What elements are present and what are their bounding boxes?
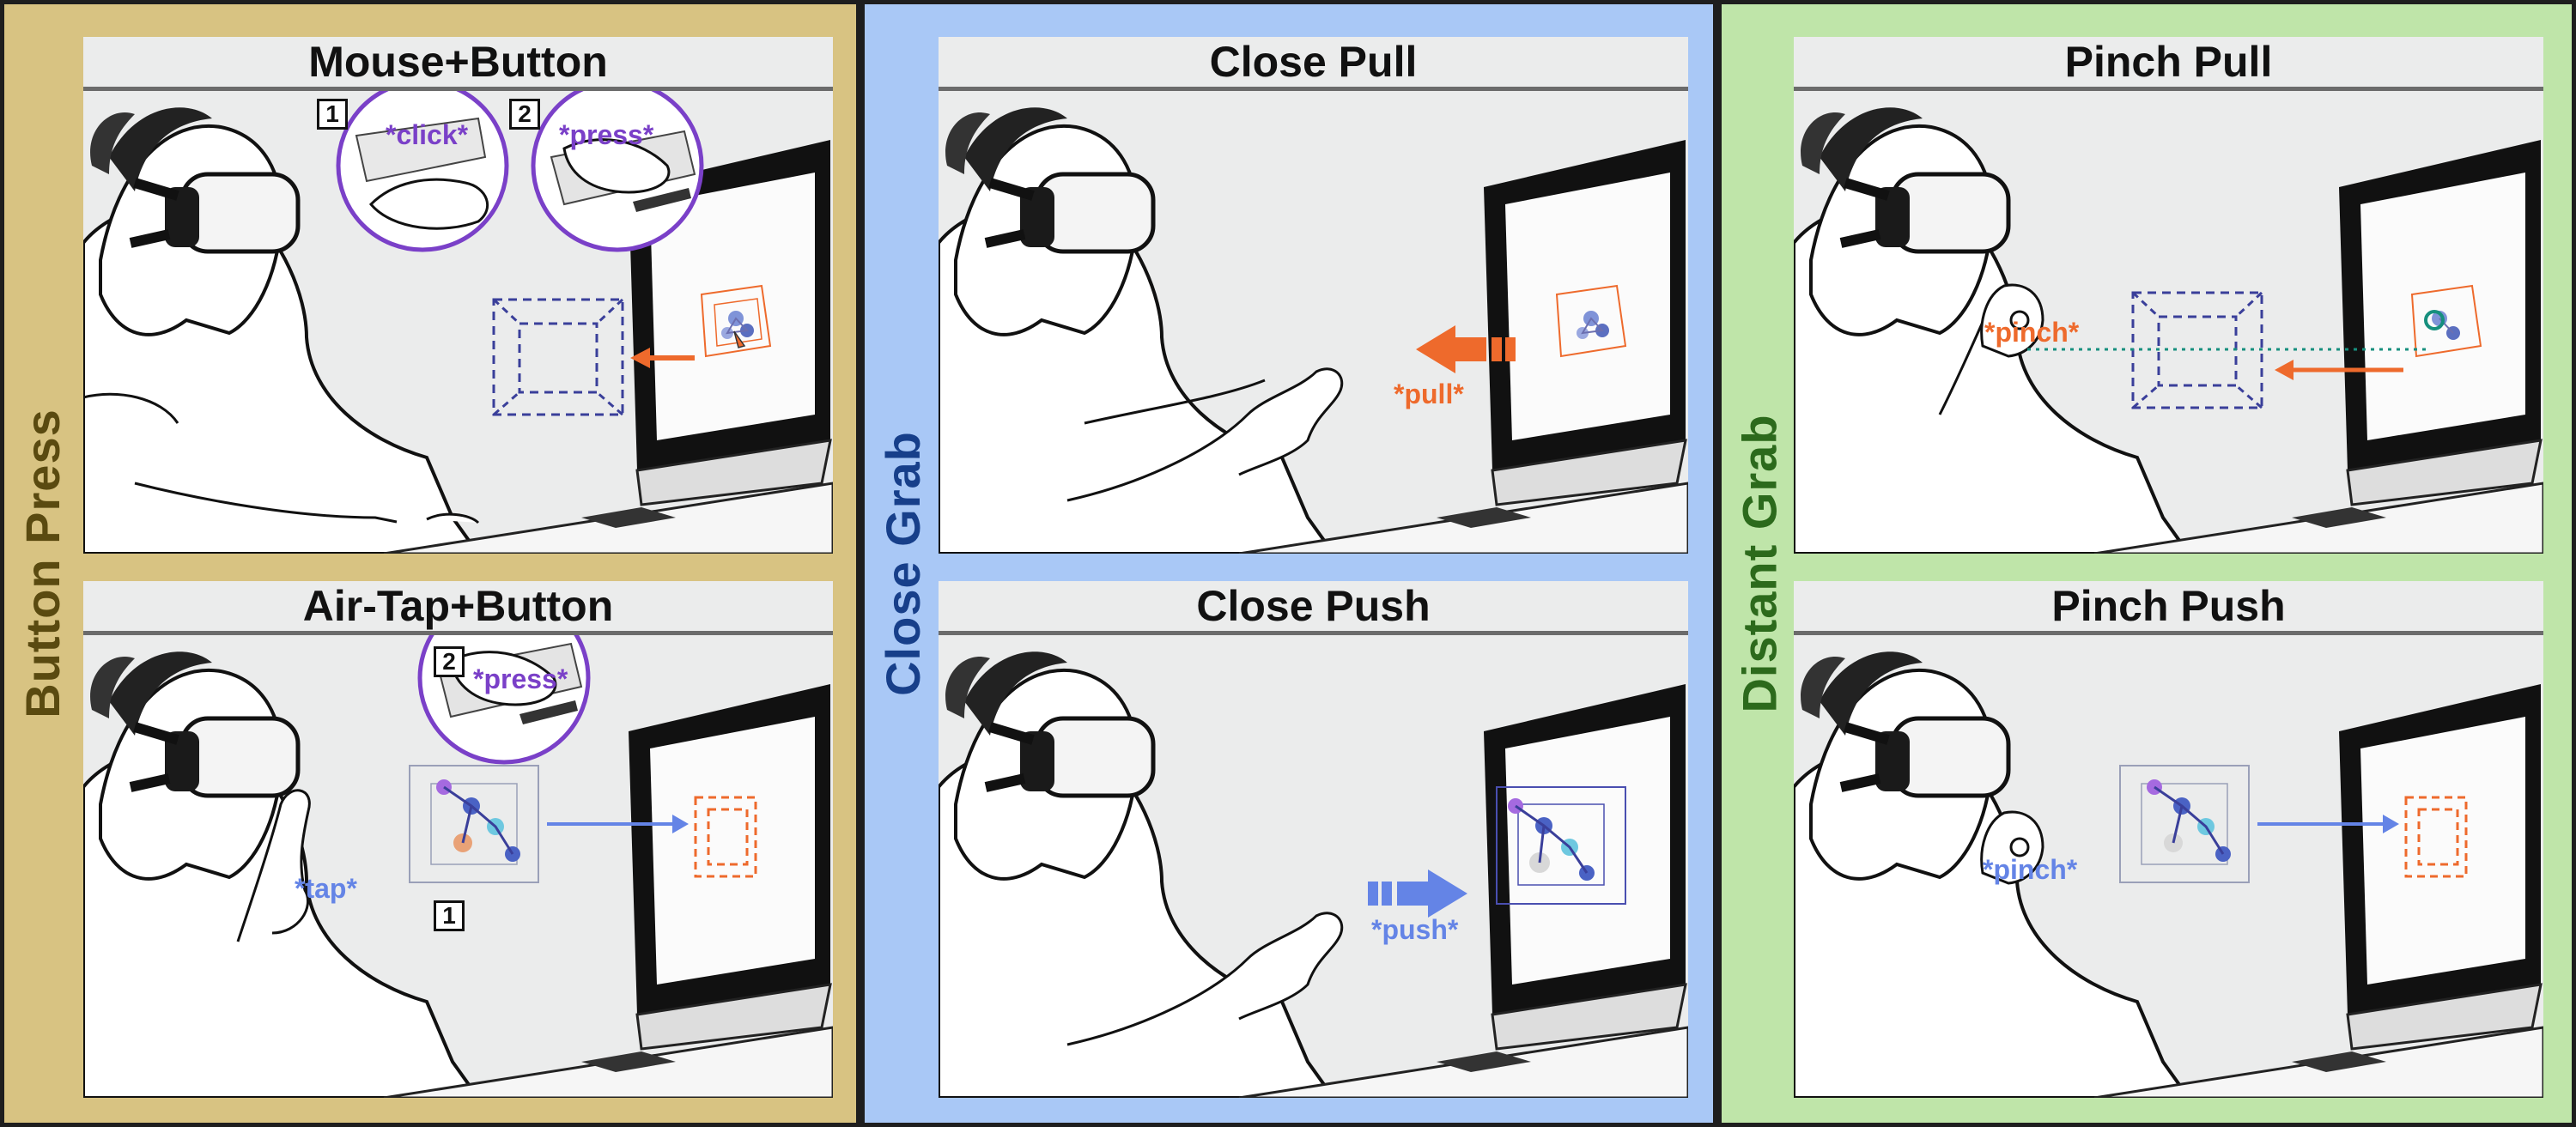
title-underline: [83, 87, 833, 91]
callout-push: *push*: [1371, 914, 1459, 945]
callout-press: *press*: [473, 663, 568, 694]
user-with-headset-illustration: [83, 651, 481, 1098]
reaching-hand-illustration: [1066, 912, 1344, 1046]
panel-title: Close Pull: [939, 37, 1688, 87]
desk-illustration: [2093, 482, 2543, 554]
step-number-badge: 2: [509, 99, 540, 130]
floating-molecule: [2119, 765, 2250, 883]
click-inset-circle: [336, 79, 509, 252]
group-label-text: Distant Grab: [1732, 414, 1787, 713]
title-underline: [1794, 87, 2543, 91]
desk-illustration: [1238, 1026, 1688, 1098]
callout-tap: *tap*: [295, 873, 357, 904]
panel-title: Close Push: [939, 581, 1688, 631]
scene-illustration: [939, 107, 1688, 554]
push-arrow-blue: [1368, 869, 1467, 918]
desk-illustration: [2093, 1026, 2543, 1098]
move-arrow-orange: [2275, 360, 2403, 380]
panel-title: Mouse+Button: [83, 37, 833, 87]
panel-title: Pinch Pull: [1794, 37, 2543, 87]
step-number-badge: 1: [434, 900, 465, 931]
callout-click: *click*: [386, 119, 469, 150]
title-underline: [939, 631, 1688, 635]
group-label-distant-grab: Distant Grab: [1722, 4, 1797, 1123]
callout-pull: *pull*: [1394, 379, 1464, 409]
move-arrow-blue: [547, 815, 689, 833]
scene-illustration: [1794, 107, 2543, 554]
panel-pinch-push: Pinch Push *pinch*: [1794, 581, 2543, 1098]
move-arrow-blue: [2257, 815, 2399, 833]
scene-illustration: [83, 79, 833, 554]
press-inset-circle: [417, 591, 591, 765]
floating-molecule: [409, 765, 539, 883]
step-number-badge: 2: [434, 646, 465, 677]
dashed-target-frame-orange: [2404, 796, 2468, 878]
pinching-hand-illustration: [1980, 810, 2044, 885]
step-number-badge: 1: [317, 99, 348, 130]
molecule-on-monitor: [2410, 284, 2482, 358]
floating-molecule: [1496, 786, 1626, 905]
title-underline: [83, 631, 833, 635]
scene-illustration: [939, 651, 1688, 1098]
group-distant-grab: Distant Grab: [1717, 0, 2576, 1127]
panel-title: Pinch Push: [1794, 581, 2543, 631]
user-with-headset-illustration: [83, 107, 481, 554]
title-underline: [1794, 631, 2543, 635]
group-button-press: Button Press: [0, 0, 860, 1127]
panel-close-pull: Close Pull *pull*: [939, 37, 1688, 554]
monitor-illustration: [629, 684, 832, 1051]
group-label-text: Close Grab: [875, 431, 930, 696]
callout-press: *press*: [559, 119, 654, 150]
molecule-on-monitor: [1555, 284, 1627, 358]
monitor-illustration: [2339, 684, 2543, 1051]
desk-illustration: [1238, 482, 1688, 554]
scene-illustration: [83, 591, 833, 1098]
reaching-hand-illustration: [1066, 367, 1344, 502]
callout-pinch: *pinch*: [1984, 317, 2080, 348]
desk-illustration: [383, 482, 833, 554]
panel-mouse-button: Mouse+Button 1 2 *click* *press*: [83, 37, 833, 554]
user-with-headset-illustration: [1794, 107, 2191, 554]
group-label-close-grab: Close Grab: [865, 4, 940, 1123]
dashed-target-frame-orange: [694, 796, 757, 878]
monitor-illustration: [1484, 684, 1687, 1051]
pull-arrow-orange: [1416, 325, 1516, 373]
group-close-grab: Close Grab: [860, 0, 1717, 1127]
scene-illustration: [1794, 651, 2543, 1098]
press-inset-circle: [531, 79, 704, 252]
move-arrow-orange: [630, 348, 695, 368]
monitor-illustration: [2339, 140, 2543, 506]
dashed-target-frame: [492, 298, 624, 416]
callout-pinch: *pinch*: [1983, 854, 2078, 885]
panel-close-push: Close Push *push*: [939, 581, 1688, 1098]
group-label-button-press: Button Press: [4, 4, 80, 1123]
panel-air-tap-button: Air-Tap+Button 2 1 *press* *tap*: [83, 581, 833, 1098]
panel-pinch-pull: Pinch Pull *pinch*: [1794, 37, 2543, 554]
title-underline: [939, 87, 1688, 91]
group-label-text: Button Press: [15, 409, 70, 718]
monitor-illustration: [1484, 140, 1687, 506]
desk-illustration: [383, 1026, 833, 1098]
molecule-on-monitor: [700, 284, 772, 358]
panel-title: Air-Tap+Button: [83, 581, 833, 631]
user-with-headset-illustration: [1794, 651, 2191, 1098]
